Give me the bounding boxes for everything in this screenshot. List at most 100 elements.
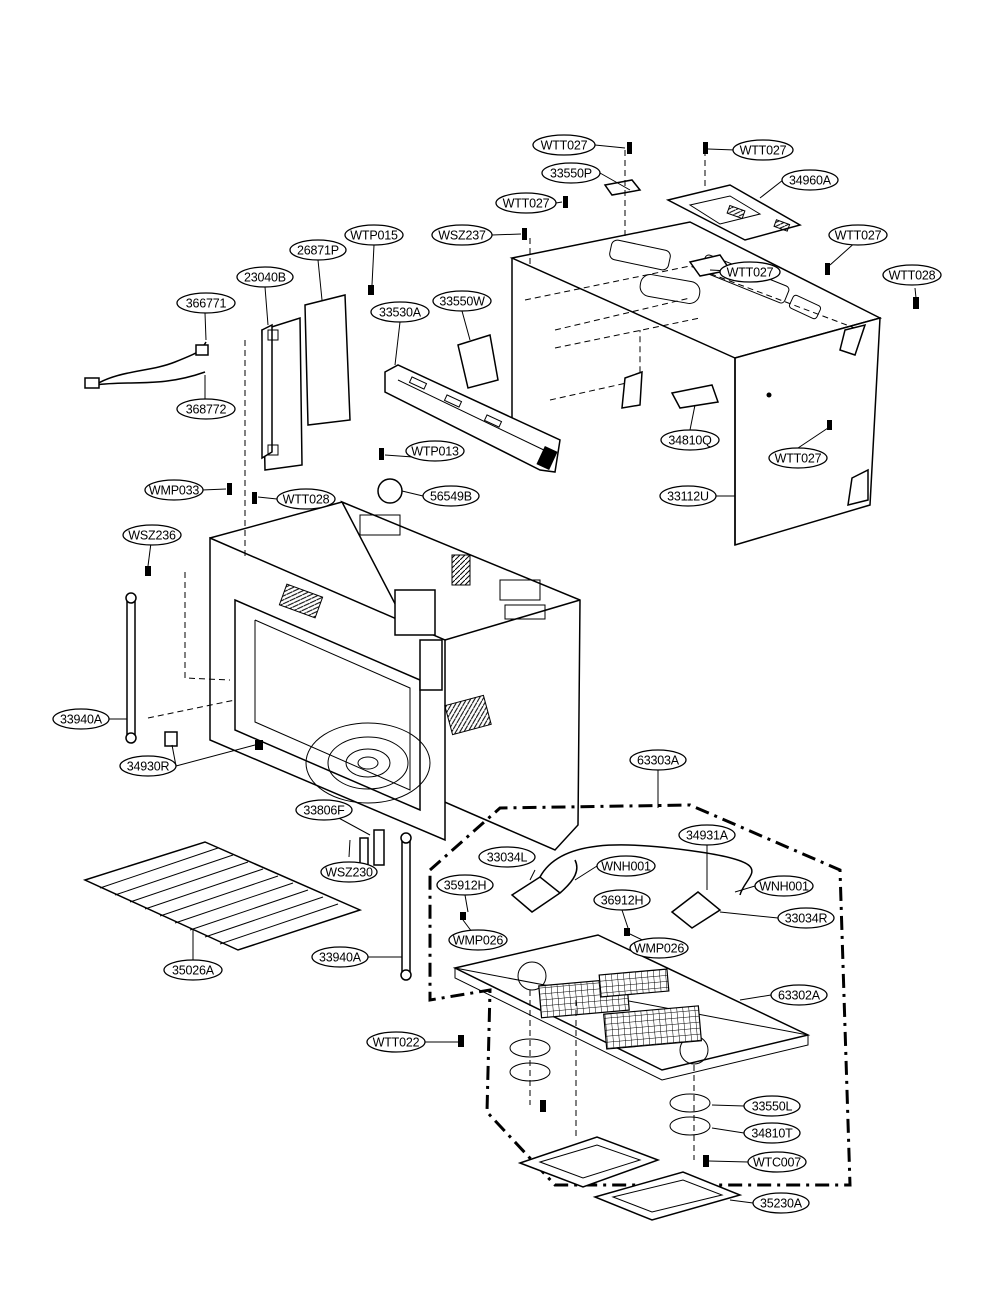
part-label: 63302A — [770, 984, 828, 1006]
label-text: WTP015 — [350, 229, 398, 243]
part-label: 63303A — [629, 749, 687, 771]
label-text: 366771 — [186, 297, 227, 311]
label-text: WTT027 — [775, 452, 822, 466]
label-text: 26871P — [297, 244, 339, 258]
label-text: 33806F — [303, 804, 345, 818]
label-text: WTT028 — [889, 269, 936, 283]
part-label: WTT027 — [732, 139, 794, 161]
part-label: 34960A — [781, 169, 839, 191]
wire-rack — [82, 841, 363, 951]
label-text: WSZ236 — [128, 529, 176, 543]
screws — [145, 142, 919, 1167]
part-label: WSZ236 — [122, 524, 182, 546]
part-label: 33550W — [432, 290, 492, 312]
vent-assembly — [428, 803, 852, 1221]
label-text: 33034L — [487, 851, 528, 865]
label-text: WTT027 — [541, 139, 588, 153]
part-label: WMP026 — [629, 937, 689, 959]
part-label: 33550L — [743, 1095, 801, 1117]
assembly-guides — [147, 150, 706, 719]
part-label: WTT027 — [768, 447, 828, 469]
label-text: WNH001 — [601, 860, 651, 874]
label-text: 35912H — [444, 879, 487, 893]
front-trim-bar — [384, 364, 561, 473]
wire-harness — [84, 341, 209, 389]
part-label: 33550P — [541, 162, 601, 184]
part-label: 34930R — [119, 755, 177, 777]
part-label: WTT022 — [366, 1031, 426, 1053]
part-label: 33806F — [295, 799, 353, 821]
part-label: WNH001 — [754, 875, 814, 897]
label-text: WTT027 — [727, 266, 774, 280]
label-text: 34930R — [127, 760, 170, 774]
label-text: WTC007 — [753, 1156, 801, 1170]
label-text: 368772 — [186, 403, 227, 417]
oven-cavity — [209, 478, 581, 851]
part-label: 33530A — [370, 301, 430, 323]
label-text: WMP033 — [149, 484, 199, 498]
label-text: WNH001 — [759, 880, 809, 894]
part-label: WNH001 — [596, 855, 656, 877]
part-label: 35912H — [436, 874, 494, 896]
part-label: WTT027 — [495, 192, 557, 214]
label-text: 33550P — [550, 167, 592, 181]
label-text: 34960A — [789, 174, 832, 188]
part-label: 36912H — [593, 889, 651, 911]
label-text: WTT027 — [740, 144, 787, 158]
part-label: WTT027 — [532, 134, 596, 156]
label-text: 36912H — [601, 894, 644, 908]
part-label: 33112U — [659, 485, 717, 507]
part-label: 366771 — [176, 292, 236, 314]
part-label: WTC007 — [747, 1151, 807, 1173]
part-label: 35026A — [163, 959, 223, 981]
outer-case — [509, 221, 883, 547]
label-text: 33940A — [319, 951, 362, 965]
part-label: WTT027 — [719, 261, 781, 283]
part-label: 35230A — [752, 1192, 810, 1214]
label-text: WTT027 — [503, 197, 550, 211]
part-label: WTT028 — [882, 264, 942, 286]
part-label: WTP013 — [405, 440, 465, 462]
bracket-33550w — [457, 334, 499, 389]
part-label: 34931A — [678, 824, 736, 846]
part-label: WMP026 — [448, 929, 508, 951]
part-label: 34810T — [743, 1122, 801, 1144]
part-label: 23040B — [236, 266, 294, 288]
part-label: 33940A — [311, 946, 369, 968]
label-text: 35230A — [760, 1197, 803, 1211]
label-text: 34810Q — [668, 434, 712, 448]
part-label: 26871P — [289, 239, 347, 261]
label-text: 33112U — [667, 490, 709, 504]
label-text: 63302A — [778, 989, 821, 1003]
label-text: 33940A — [60, 713, 103, 727]
label-text: WMP026 — [453, 934, 503, 948]
label-text: WMP026 — [634, 942, 684, 956]
label-text: 34810T — [751, 1127, 793, 1141]
label-text: 63303A — [637, 754, 680, 768]
part-label: WTT028 — [276, 488, 336, 510]
part-label: WMP033 — [144, 479, 204, 501]
part-label: WTT027 — [828, 224, 888, 246]
label-text: WSZ230 — [325, 866, 373, 880]
label-text: WSZ237 — [438, 229, 486, 243]
part-label: 34810Q — [660, 429, 720, 451]
part-label: 33034L — [478, 846, 536, 868]
bracket-34810q — [670, 384, 720, 409]
part-label: WSZ230 — [320, 861, 378, 883]
label-text: 35026A — [172, 964, 215, 978]
part-label: 33940A — [52, 708, 110, 730]
label-text: WTT028 — [283, 493, 330, 507]
part-label: WTP015 — [344, 224, 404, 246]
label-text: WTT027 — [835, 229, 882, 243]
label-text: 33530A — [379, 306, 422, 320]
label-text: 23040B — [244, 271, 286, 285]
side-brackets — [261, 294, 351, 471]
part-label: WSZ237 — [431, 224, 493, 246]
part-label: 33034R — [777, 907, 835, 929]
part-labels: WTT027 WTT027 33550P 34960A WTT027 WSZ23… — [52, 134, 942, 1214]
rods — [125, 592, 412, 981]
label-text: 33550W — [439, 295, 485, 309]
label-text: 33034R — [785, 912, 828, 926]
label-text: 33550L — [752, 1100, 793, 1114]
